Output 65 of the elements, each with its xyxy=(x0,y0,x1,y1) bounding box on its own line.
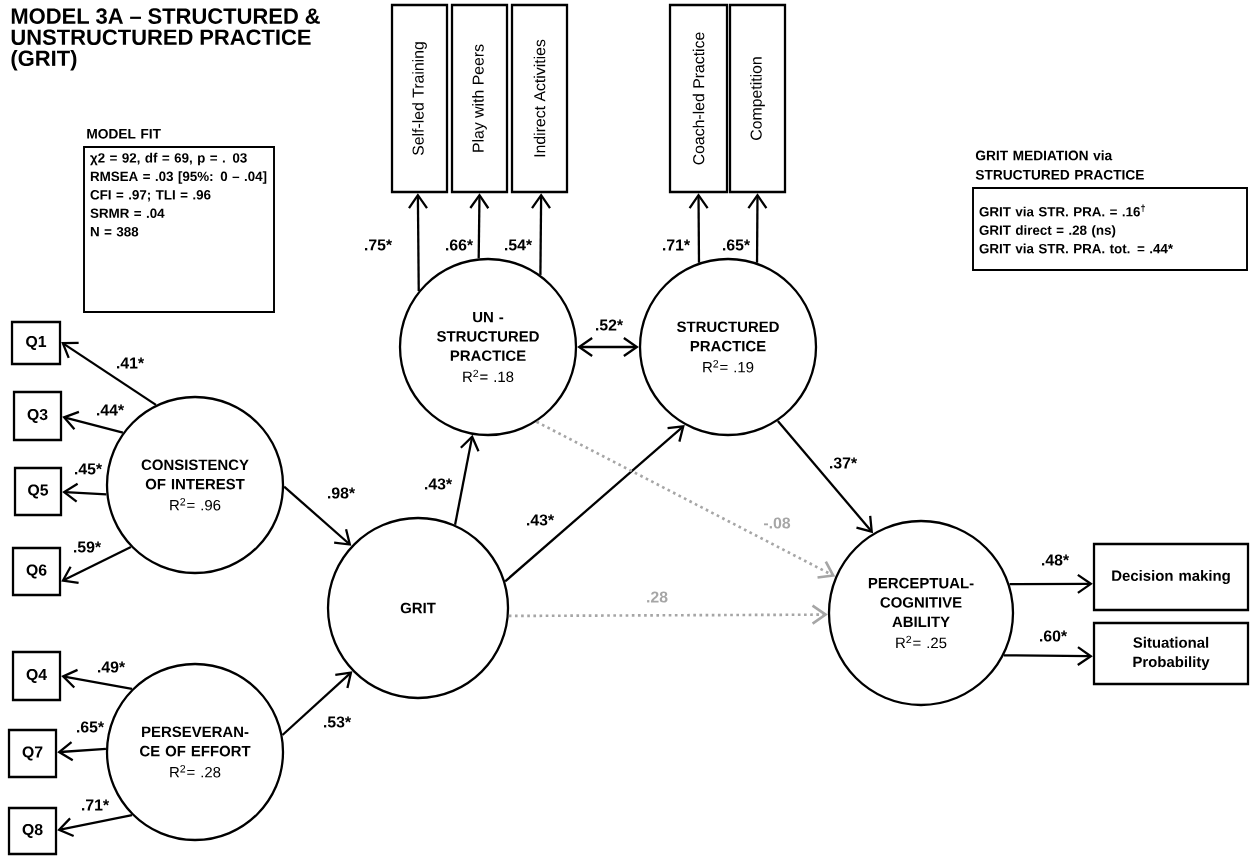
arrow xyxy=(535,420,836,579)
indicator-box: Indirect Activities xyxy=(510,3,569,194)
arrow xyxy=(504,424,685,583)
indicator-box: Q3 xyxy=(12,390,63,442)
box-heading: GRIT MEDIATION via STRUCTURED PRACTICE xyxy=(975,150,1144,180)
arrow xyxy=(283,485,352,546)
indicator-box: Situational Probability xyxy=(1092,621,1250,686)
arrow xyxy=(508,604,828,625)
indicator-box: Coach-led Practice xyxy=(668,3,729,194)
edge-label: .75* xyxy=(363,238,393,252)
edge-label: .65* xyxy=(721,238,751,252)
indicator-box: Self-led Training xyxy=(390,3,449,194)
arrow xyxy=(57,813,133,838)
info-box: GRIT via STR. PRA. = .16$^{†}$ GRIT direct = .28 (ns) GRIT via STR. PRA. tot. = .44* xyxy=(972,187,1248,271)
indicator-box: Q1 xyxy=(10,320,62,366)
node-label: CFI = .97; TLI = .96 xyxy=(90,190,211,202)
edge-label: .98* xyxy=(326,486,356,500)
arrow xyxy=(747,193,768,263)
arrow xyxy=(531,193,551,275)
arrow xyxy=(408,193,428,291)
edge-label: .37* xyxy=(828,456,858,470)
edge-label: .59* xyxy=(72,540,102,554)
arrow xyxy=(1009,573,1093,594)
arrow xyxy=(1004,646,1093,666)
edge-label: .43* xyxy=(525,513,555,527)
edge-label: .48* xyxy=(1040,553,1070,567)
edge-label: .54* xyxy=(503,238,533,252)
edge-label: .71* xyxy=(661,238,691,252)
arrow xyxy=(453,434,480,525)
indicator-box: Q6 xyxy=(11,546,62,597)
arrow xyxy=(688,193,709,263)
indicator-box: Decision making xyxy=(1092,542,1250,612)
indicator-box: Q7 xyxy=(7,728,58,779)
edge-label: .60* xyxy=(1038,629,1068,643)
arrow xyxy=(281,671,353,736)
edge-label: .66* xyxy=(444,238,474,252)
arrow xyxy=(61,545,132,584)
arrow xyxy=(469,193,490,259)
arrow xyxy=(62,410,124,434)
edge-label: .65* xyxy=(75,720,105,734)
box-heading: MODEL FIT xyxy=(87,128,161,139)
edge-label: .45* xyxy=(73,462,103,476)
indicator-box: Play with Peers xyxy=(450,3,509,194)
arrow xyxy=(61,341,157,406)
node-label: SRMR = .04 xyxy=(90,208,165,218)
edge-label: .41* xyxy=(115,356,145,370)
arrow xyxy=(61,668,133,691)
indicator-box: Competition xyxy=(728,3,787,194)
node-label: χ2 = 92, df = 69, p = . 03 xyxy=(90,152,247,166)
indicator-box: Q4 xyxy=(11,650,62,702)
node-label: N = 388 xyxy=(90,226,139,237)
title: MODEL 3A – STRUCTURED & UNSTRUCTURED PRACTICE (GRIT) xyxy=(11,8,320,71)
info-box: χ2 = 92, df = 69, p = . 03 RMSEA = .03 [95%: 0 – .04] CFI = .97; TLI = .96 SRMR = .04 N = 388 xyxy=(83,146,275,313)
arrow xyxy=(577,337,639,357)
indicator-box: Q8 xyxy=(7,806,58,856)
arrow xyxy=(777,420,874,534)
edge-label: -.08 xyxy=(762,516,792,530)
edge-label: .53* xyxy=(322,715,352,729)
edge-label: .52* xyxy=(594,318,624,332)
arrow xyxy=(62,482,107,503)
node-label: RMSEA = .03 [95%: 0 – .04] xyxy=(90,171,267,184)
edge-label: .28 xyxy=(645,590,669,604)
edge-label: .43* xyxy=(423,477,453,491)
indicator-box: Q5 xyxy=(13,466,63,517)
arrow xyxy=(57,741,106,762)
